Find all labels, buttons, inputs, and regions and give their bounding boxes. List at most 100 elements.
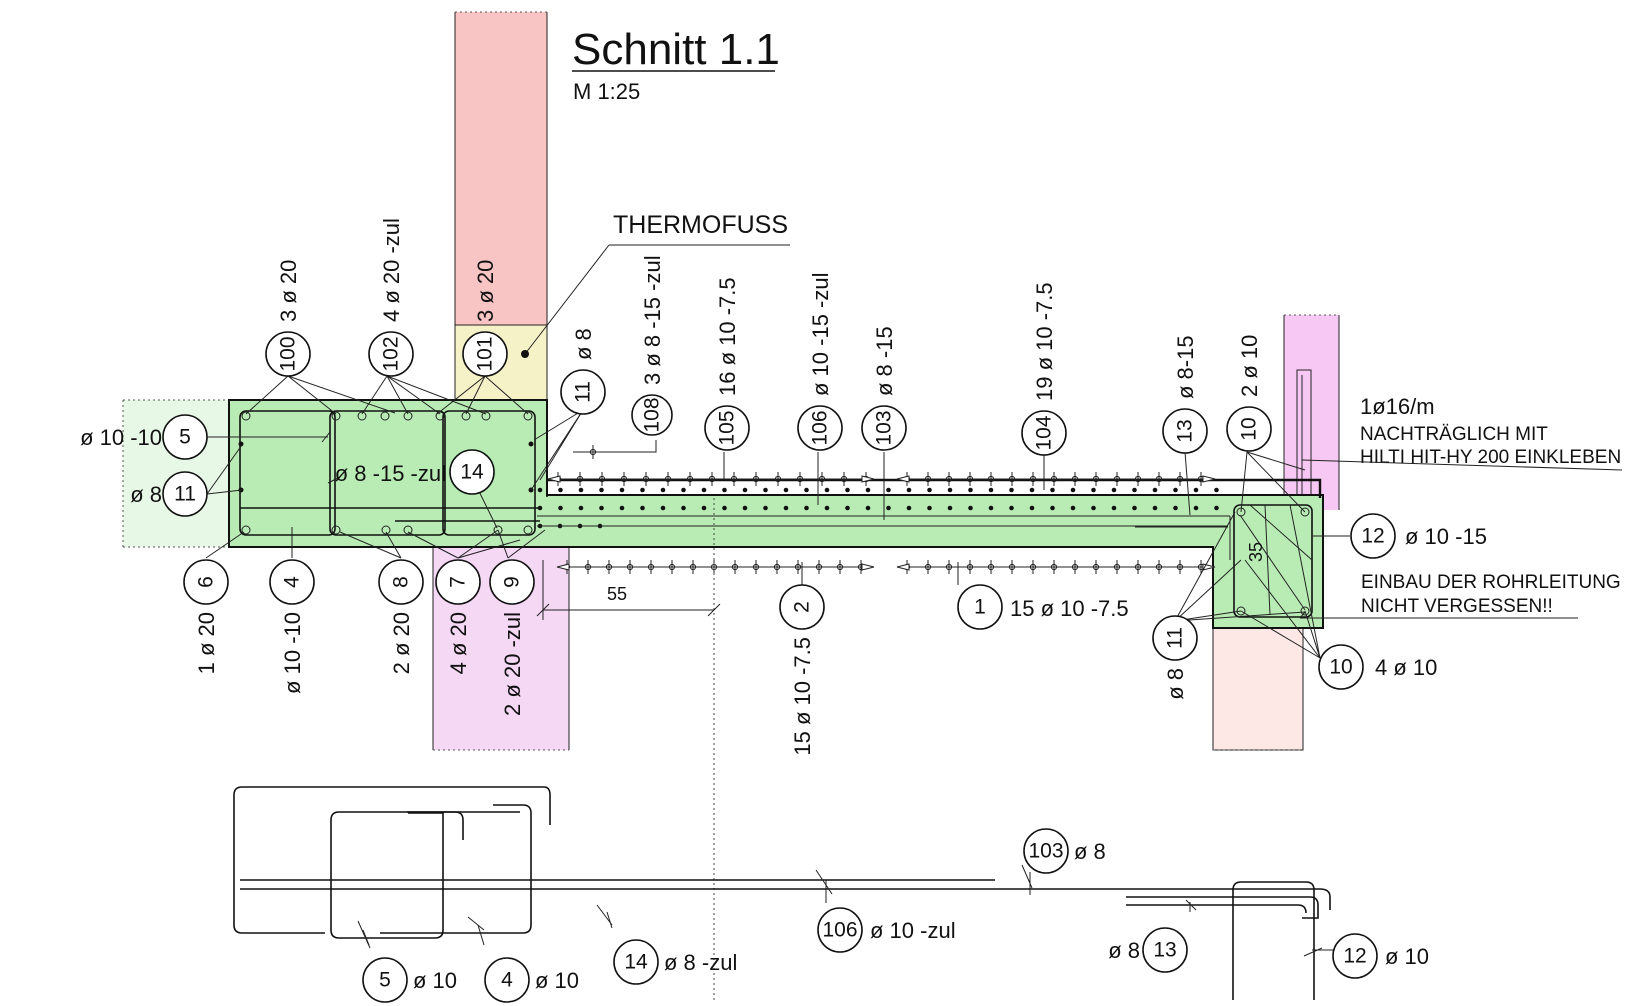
callout-text: ø 10 -zul [870,918,956,943]
callout-text: ø 10 -15 [1405,524,1487,549]
callout-text: 15 ø 10 -7.5 [1010,596,1129,621]
callout-m2: 215 ø 10 -7.5 [779,584,825,756]
leader-lines [206,375,1350,537]
callout-circle [560,369,606,415]
callout-m1: 1 15 ø 10 -7.5 [957,584,1129,630]
callout-number: 11 [174,483,196,506]
callout-number: 13 [1174,419,1197,442]
callout-number: 10 [1329,656,1352,679]
callout-m105: 105 16 ø 10 -7.5 [704,277,750,451]
callout-circle [449,449,495,495]
callout-number: 104 [1033,415,1056,450]
callout-number: 106 [809,410,832,445]
callout-m8: 8 2 ø 20 [378,559,424,674]
callout-b12: 12 ø 10 [1332,933,1429,979]
callout-number: 11 [1164,627,1187,649]
callout-text: ø 8 -15 -zul [335,461,446,486]
callout-number: 103 [1028,840,1063,863]
callout-circle [1021,410,1067,456]
callout-text: ø 8 [1163,668,1188,700]
callout-number: 8 [390,576,413,588]
callout-circle [779,584,825,630]
callout-m106: 106 ø 10 -15 -zul [797,273,843,451]
callout-m10b: 10 4 ø 10 [1318,644,1437,690]
anchor-note-3: HILTI HIT-HY 200 EINKLEBEN [1360,447,1621,468]
callout-m11b: 11 ø 8 [130,471,208,517]
callout-text: ø 10 -15 -zul [808,273,833,397]
callout-circle [1152,615,1198,661]
callout-text: ø 8 [1108,938,1140,963]
callout-text: 3 ø 20 [473,260,498,322]
callout-m5: 5ø 10 -10 [80,414,208,460]
callout-circle [704,405,750,451]
bending-schedule [233,786,1343,1000]
callout-circle [1332,933,1378,979]
callout-number: 10 [1238,417,1261,440]
callout-m12: 12 ø 10 -15 [1350,513,1487,559]
callout-m14: 14ø 8 -15 -zul [335,449,495,495]
rebar-tick-rows [547,445,1216,574]
callout-circle [362,957,408,1003]
callout-text: 2 ø 20 [389,612,414,674]
callout-number: 2 [791,601,814,613]
callout-text: 4 ø 10 [1375,655,1437,680]
callout-text: ø 10 [1385,944,1429,969]
callout-circle [368,331,414,377]
callout-text: 4 ø 20 -zul [379,218,404,322]
anchor-note-1: 1ø16/m [1360,394,1435,419]
callout-m101: 101 3 ø 20 [462,260,508,377]
callout-number: 12 [1361,525,1384,548]
callout-number: 4 [501,969,513,992]
callout-circle [462,331,508,377]
callout-text: 4 ø 20 [446,612,471,674]
callout-number: 108 [641,397,664,432]
scale-label: M 1:25 [573,79,640,104]
wall-lower-right-pink [1212,627,1304,751]
callout-number: 1 [974,596,986,619]
callout-m11a: 11ø 8 [560,328,606,415]
dim-55: 55 [607,584,627,604]
callout-text: 16 ø 10 -7.5 [715,277,740,396]
callout-number: 102 [380,336,403,371]
callout-number: 101 [474,336,497,371]
callout-b13: 13ø 8 [1108,927,1188,973]
callout-number: 12 [1343,945,1366,968]
callout-circle [489,559,535,605]
callout-circle [613,939,659,985]
callout-circle [1023,828,1069,874]
callout-number: 5 [379,969,391,992]
callout-text: ø 8 [130,482,162,507]
callout-circle [1350,513,1396,559]
callout-circle [1226,406,1272,452]
callout-number: 6 [195,576,218,588]
callout-circle [817,907,863,953]
callout-m6: 61 ø 20 [183,559,229,674]
callout-number: 4 [281,576,304,588]
wall-upper-red [455,12,547,325]
callout-m7: 74 ø 20 [435,559,481,674]
callout-number: 103 [873,410,896,445]
callout-text: 2 ø 20 -zul [500,612,525,716]
anchor-note-2: NACHTRÄGLICH MIT [1360,424,1548,445]
callout-circle [631,394,673,436]
callout-circle [183,559,229,605]
callout-circle [1162,408,1208,454]
callout-number: 100 [277,336,300,371]
callout-circle [484,957,530,1003]
callout-number: 105 [716,410,739,445]
callout-circle [957,584,1003,630]
callout-m9: 92 ø 20 -zul [489,559,535,716]
pipe-note-2: NICHT VERGESSEN!! [1361,596,1553,617]
callout-text: ø 8 [571,328,596,360]
callout-text: ø 10 -10 [280,612,305,694]
